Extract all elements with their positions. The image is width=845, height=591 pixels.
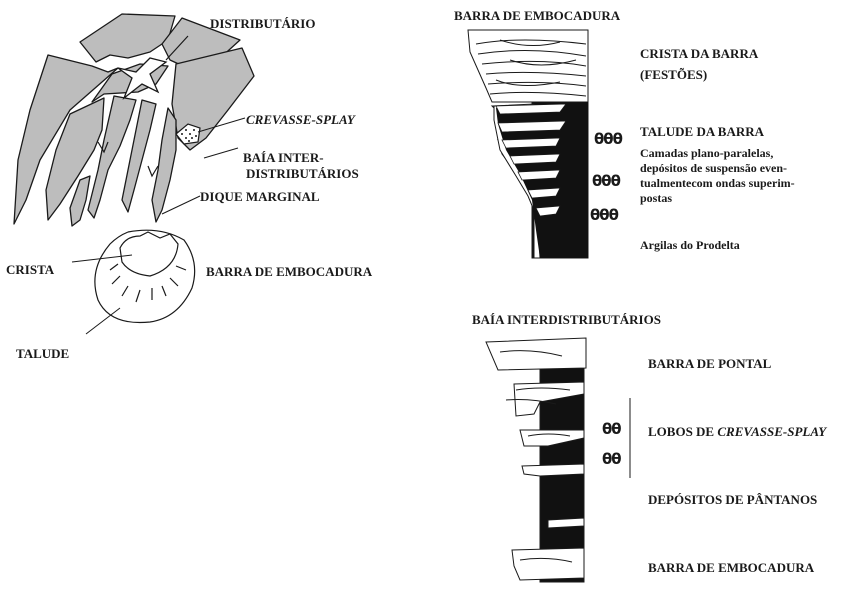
bar-desc-line3: tualmentecom ondas superim- <box>640 176 795 190</box>
mouth-bar-column-title: BARRA DE EMBOCADURA <box>454 8 620 24</box>
slope-label: TALUDE <box>16 346 69 362</box>
bar-crest-label-line1: CRISTA DA BARRA <box>640 46 758 62</box>
swamp-deposits-label: DEPÓSITOS DE PÂNTANOS <box>648 492 817 508</box>
crevasse-lobes-prefix: LOBOS DE <box>648 424 717 439</box>
bar-desc-line1: Camadas plano-paralelas, <box>640 146 773 160</box>
land-block-lower-right <box>152 108 176 222</box>
bay-mouth-bar-label: BARRA DE EMBOCADURA <box>648 560 814 576</box>
bay-column <box>486 338 586 582</box>
levee-label: DIQUE MARGINAL <box>200 189 320 205</box>
bar-crest-label-line2: (FESTÕES) <box>640 67 707 83</box>
distributary-label: DISTRIBUTÁRIO <box>210 16 315 32</box>
pontal-bar-label: BARRA DE PONTAL <box>648 356 771 372</box>
fossil-symbol-3: θθθ <box>590 206 618 224</box>
bar-slope-label: TALUDE DA BARRA <box>640 124 764 140</box>
bay-label-line2: DISTRIBUTÁRIOS <box>246 166 359 182</box>
prodelta-label: Argilas do Prodelta <box>640 238 740 252</box>
crest-label: CRISTA <box>6 262 54 278</box>
fossil-symbol-2: θθθ <box>592 172 620 190</box>
bay-column-title: BAÍA INTERDISTRIBUTÁRIOS <box>472 312 661 328</box>
bay-label-line1: BAÍA INTER- <box>243 150 324 166</box>
bar-desc-line4: postas <box>640 191 672 205</box>
mouth-bar-map <box>95 230 195 322</box>
fossil-symbol-5: θθ <box>602 450 621 468</box>
mouth-bar-map-label: BARRA DE EMBOCADURA <box>206 264 372 280</box>
crevasse-splay-label: CREVASSE-SPLAY <box>246 112 355 128</box>
crevasse-lobes-label: LOBOS DE CREVASSE-SPLAY <box>648 424 826 440</box>
crevasse-lobes-italic: CREVASSE-SPLAY <box>717 424 826 439</box>
bar-desc-line2: depósitos de suspensão even- <box>640 161 787 175</box>
fossil-symbol-1: θθθ <box>594 130 622 148</box>
fossil-symbol-4: θθ <box>602 420 621 438</box>
land-block-top <box>80 14 175 62</box>
